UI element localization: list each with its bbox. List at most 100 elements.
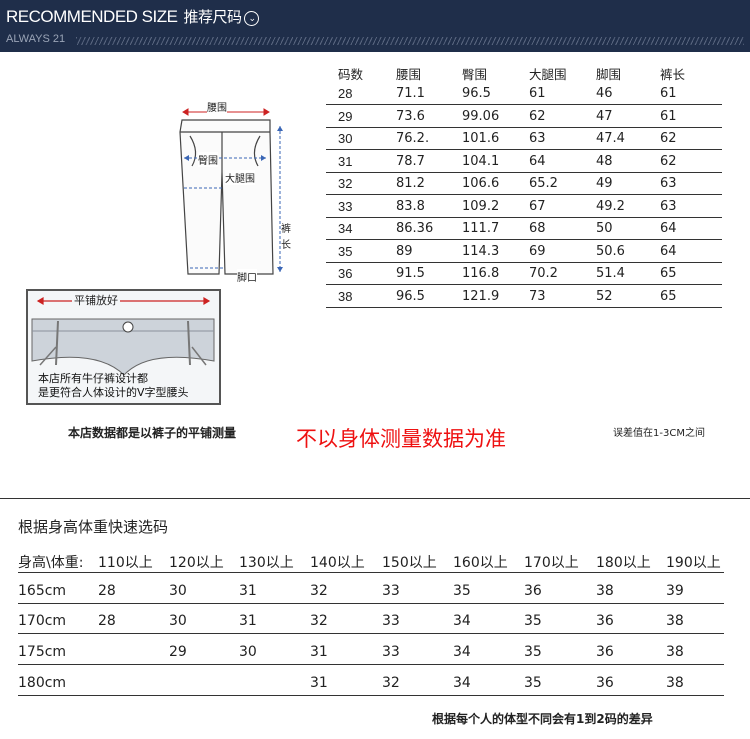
header-hatch-decoration <box>76 37 744 45</box>
size-cell: 78.7 <box>396 153 425 169</box>
size-cell: 65 <box>660 288 677 304</box>
hw-size-cell: 33 <box>382 644 400 660</box>
size-cell: 30 <box>338 131 353 146</box>
size-cell: 49.2 <box>596 198 625 214</box>
section-divider <box>0 498 750 499</box>
label-hip: 臀围 <box>198 152 218 167</box>
footer-note: 根据每个人的体型不同会有1到2码的差异 <box>432 712 653 726</box>
hw-size-cell: 33 <box>382 613 400 629</box>
size-cell: 50.6 <box>596 243 625 259</box>
header-subtitle: ALWAYS 21 <box>6 33 66 45</box>
hw-height: 175cm <box>18 644 67 660</box>
label-thigh: 大腿围 <box>225 170 255 185</box>
size-cell: 96.5 <box>462 86 491 101</box>
size-cell: 52 <box>596 288 613 304</box>
size-cell: 63 <box>660 176 677 191</box>
hw-size-cell: 28 <box>98 613 116 629</box>
hw-size-cell: 38 <box>666 644 684 660</box>
label-waist: 腰围 <box>207 99 227 114</box>
header-title-cn: 推荐尺码 <box>183 9 242 26</box>
size-cell: 69 <box>529 243 546 259</box>
label-length-1: 裤 <box>281 220 291 235</box>
hw-size-cell: 38 <box>596 583 614 599</box>
size-cell: 104.1 <box>462 153 500 169</box>
size-cell: 47 <box>596 108 613 124</box>
size-cell: 73 <box>529 288 546 304</box>
hw-header-label: 身高\体重: <box>18 555 84 571</box>
hw-height: 165cm <box>18 583 67 599</box>
size-cell: 99.06 <box>462 108 500 124</box>
jeans-waistband-image <box>31 296 215 376</box>
hw-size-cell: 35 <box>453 583 471 599</box>
size-cell: 28 <box>338 86 353 101</box>
flat-measure-note: 本店数据都是以裤子的平铺测量 <box>68 426 237 440</box>
size-cell: 48 <box>596 153 613 169</box>
hw-size-cell: 31 <box>310 675 328 691</box>
label-length-2: 长 <box>281 236 291 251</box>
flat-lay-box <box>26 289 221 405</box>
size-cell: 32 <box>338 176 353 191</box>
size-cell: 70.2 <box>529 266 558 281</box>
not-body-measure-note: 不以身体测量数据为准 <box>296 427 506 451</box>
size-cell: 50 <box>596 221 613 236</box>
flat-lay-note-line-1: 本店所有牛仔裤设计都 <box>38 372 148 385</box>
size-cell: 33 <box>338 198 353 214</box>
flat-lay-title: 平铺放好 <box>72 292 120 308</box>
hw-height: 170cm <box>18 613 67 629</box>
size-cell: 63 <box>529 131 546 146</box>
hw-size-cell: 34 <box>453 644 471 660</box>
size-cell: 31 <box>338 153 353 169</box>
header-title-en: RECOMMENDED SIZE <box>6 7 178 26</box>
header-waist: 腰围 <box>396 67 422 82</box>
size-cell: 35 <box>338 243 353 259</box>
size-cell: 101.6 <box>462 131 500 146</box>
size-cell: 111.7 <box>462 221 500 236</box>
hw-size-cell: 36 <box>596 613 614 629</box>
header-hem: 脚围 <box>596 67 622 82</box>
size-cell: 76.2. <box>396 131 430 146</box>
size-cell: 51.4 <box>596 266 625 281</box>
hw-size-cell: 35 <box>524 644 542 660</box>
size-cell: 106.6 <box>462 176 500 191</box>
hw-section-title: 根据身高体重快速选码 <box>18 518 169 536</box>
size-cell: 61 <box>660 108 677 124</box>
hw-size-cell: 39 <box>666 583 684 599</box>
header-thigh: 大腿围 <box>529 67 567 82</box>
hw-weight-header: 150以上 <box>382 555 437 571</box>
size-cell: 62 <box>660 131 677 146</box>
size-cell: 64 <box>660 221 677 236</box>
hw-size-cell: 36 <box>596 675 614 691</box>
flat-lay-note: 本店所有牛仔裤设计都 是更符合人体设计的V字型腰头 <box>38 372 189 400</box>
size-cell: 64 <box>660 243 677 259</box>
hw-weight-header: 130以上 <box>239 555 294 571</box>
size-cell: 83.8 <box>396 198 425 214</box>
hw-weight-header: 180以上 <box>596 555 651 571</box>
size-cell: 71.1 <box>396 86 425 101</box>
size-cell: 65 <box>660 266 677 281</box>
size-cell: 91.5 <box>396 266 425 281</box>
header-size: 码数 <box>338 68 364 82</box>
size-cell: 61 <box>529 86 546 101</box>
size-cell: 116.8 <box>462 266 500 281</box>
hw-size-cell: 28 <box>98 583 116 599</box>
hw-size-cell: 38 <box>666 675 684 691</box>
hw-size-cell: 35 <box>524 675 542 691</box>
hw-weight-header: 190以上 <box>666 555 721 571</box>
size-cell: 46 <box>596 86 613 101</box>
hw-size-cell: 36 <box>596 644 614 660</box>
size-cell: 62 <box>660 153 677 169</box>
size-cell: 38 <box>338 288 353 304</box>
size-cell: 49 <box>596 176 613 191</box>
